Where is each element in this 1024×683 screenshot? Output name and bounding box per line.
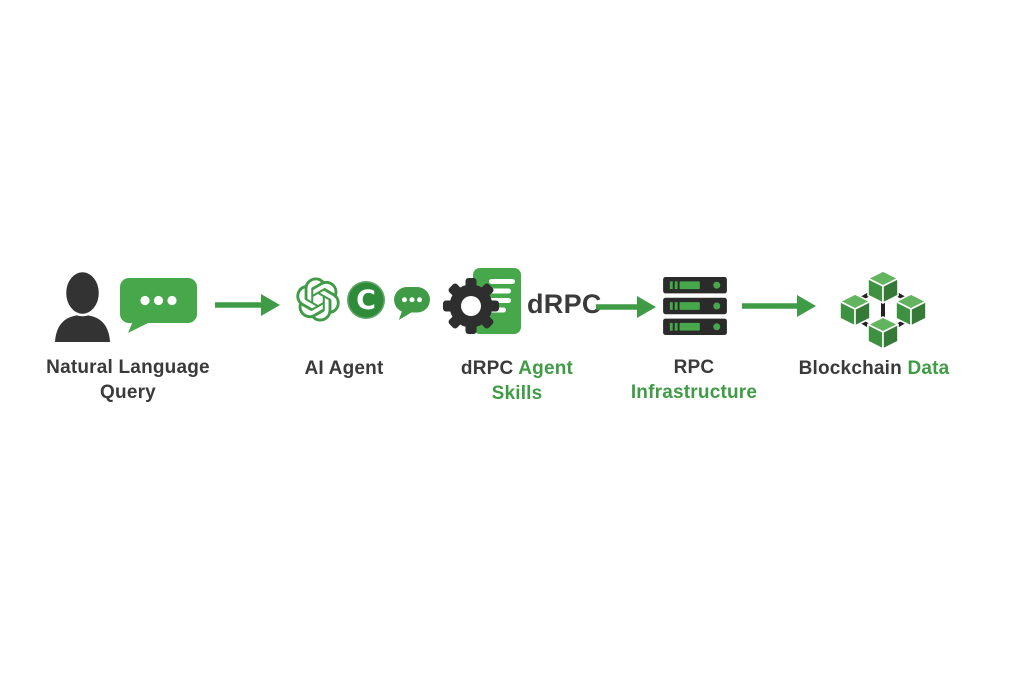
flow-arrow-icon [742, 295, 816, 317]
chat-bubble-icon [120, 278, 197, 333]
label-ai-agent: AI Agent [274, 356, 414, 381]
label-line: RPC [673, 357, 715, 378]
chat-dots-icon [394, 287, 430, 321]
flow-arrow-icon [215, 294, 280, 316]
server-unit [663, 277, 727, 294]
label-blockchain-data: Blockchain Data [794, 356, 954, 381]
drpc-icon-caption: dRPC [527, 289, 602, 319]
label-line: Query [100, 382, 156, 403]
blockchain-cubes-icon [839, 270, 927, 350]
server-unit [663, 318, 727, 335]
label-drpc-agent-skills: dRPC Agent Skills [447, 356, 587, 406]
gear-icon [443, 278, 499, 334]
c-logo-letter: C [356, 284, 376, 316]
cube [895, 293, 927, 327]
label-line: Natural Language [46, 357, 210, 378]
cube [839, 293, 871, 327]
label-line: dRPC Agent [460, 358, 574, 379]
label-natural-language-query: Natural Language Query [28, 355, 228, 405]
c-logo-icon: C [347, 281, 385, 319]
cube [867, 270, 899, 304]
label-line: Blockchain Data [798, 358, 950, 379]
flow-arrow-icon [596, 296, 656, 318]
label-rpc-infrastructure: RPC Infrastructure [624, 355, 764, 405]
server-stack-icon [663, 277, 727, 335]
server-unit [663, 297, 727, 315]
label-line: AI Agent [304, 358, 384, 379]
label-line: Infrastructure [630, 382, 758, 403]
user-icon [55, 269, 110, 342]
gear-document-icon [443, 268, 521, 334]
cube [867, 316, 899, 350]
openai-logo-icon [296, 277, 340, 322]
label-line: Skills [491, 383, 543, 404]
